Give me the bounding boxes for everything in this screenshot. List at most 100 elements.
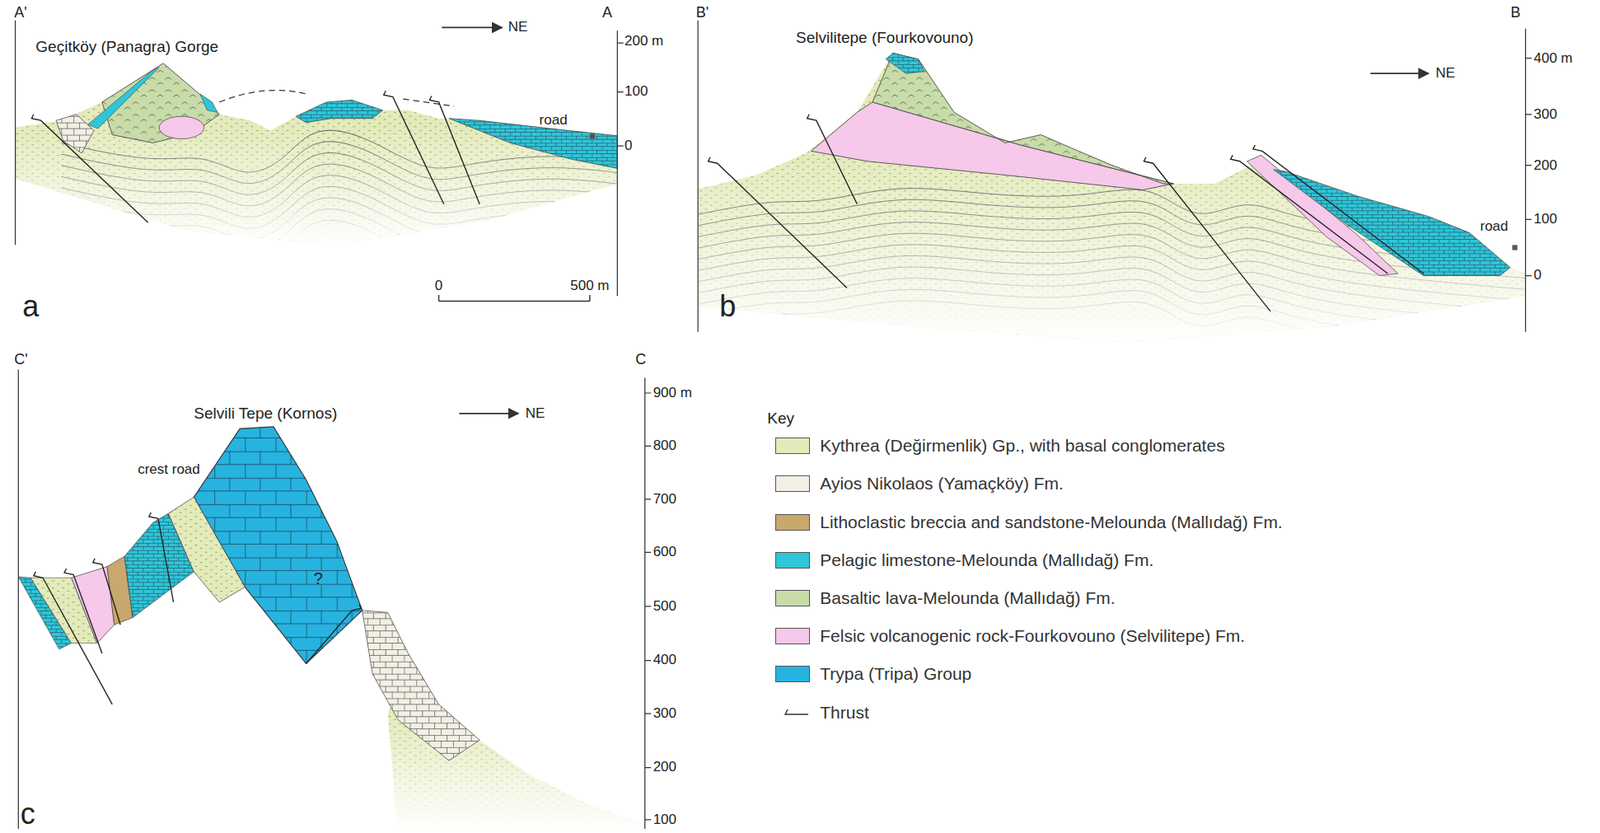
geology-shape	[589, 133, 595, 139]
legend-heading: Key	[767, 409, 795, 427]
axis-label: 100	[624, 84, 648, 100]
scale-label: 0	[435, 277, 443, 294]
axis-label: 400 m	[1533, 50, 1572, 66]
thrust-fault	[93, 558, 121, 626]
geology-shape	[168, 496, 245, 603]
thrust-fault	[708, 157, 847, 289]
geology-shape	[458, 412, 519, 415]
legend-text: Ayios Nikolaos (Yamaçköy) Fm.	[819, 473, 1064, 494]
thrust-lines	[31, 90, 1423, 705]
legend-entry: Trypa (Tripa) Group	[775, 664, 972, 684]
geology-shape	[1370, 72, 1429, 75]
section-end: B'	[696, 4, 709, 22]
thrust-fault	[306, 603, 362, 664]
scale-label: 500 m	[570, 277, 609, 294]
thrust-fault	[31, 114, 148, 223]
road-label: crest road	[137, 461, 201, 478]
legend-entry: Lithoclastic breccia and sandstone-Melou…	[775, 512, 1282, 533]
legend-text: Pelagic limestone-Melounda (Mallıdağ) Fm…	[819, 550, 1154, 571]
geology-shape	[15, 63, 618, 246]
geology-shape	[71, 566, 115, 644]
legend-swatch	[775, 627, 810, 645]
legend-swatch	[775, 437, 810, 454]
direction-label: NE	[525, 405, 546, 422]
panel-letter: b	[719, 290, 736, 323]
axis-label: 100	[653, 811, 677, 828]
direction-label: NE	[508, 19, 529, 36]
geology-shape	[56, 114, 94, 154]
geology-shape	[402, 98, 454, 107]
thrust-fault	[33, 571, 113, 705]
geology-shape	[617, 30, 623, 296]
legend-entry: Felsic volcanogenic rock-Fourkovouno (Se…	[775, 626, 1245, 646]
section-end: A	[602, 4, 613, 22]
axis-label: 700	[653, 491, 677, 507]
thrust-fault	[64, 568, 103, 654]
section-a	[15, 20, 633, 302]
thrust-fault	[1230, 154, 1389, 274]
axis-label: 300	[1533, 106, 1557, 122]
geology-shape	[295, 99, 383, 122]
legend-text: Felsic volcanogenic rock-Fourkovouno (Se…	[819, 626, 1245, 646]
section-title: Selvili Tepe (Kornos)	[193, 404, 337, 422]
geology-shape	[200, 93, 218, 113]
geology-shape	[697, 20, 699, 333]
geology-shape	[159, 116, 204, 139]
legend-entry: Thrust	[775, 702, 870, 723]
axis-label: 200	[1533, 157, 1557, 174]
section-end: C'	[14, 351, 28, 369]
geology-shape	[872, 52, 1174, 184]
legend-text: Thrust	[819, 702, 870, 723]
legend-text: Kythrea (Değirmenlik) Gp., with basal co…	[819, 435, 1225, 456]
axis-label: 200 m	[624, 32, 664, 49]
geology-shape	[645, 377, 651, 829]
geology-shape	[811, 102, 1175, 191]
legend-swatch	[775, 665, 810, 683]
section-end: B	[1510, 4, 1521, 22]
geology-shape	[885, 52, 925, 74]
section-title: Geçitköy (Panagra) Gorge	[35, 38, 219, 57]
legend-swatch	[775, 552, 810, 569]
legend-entry: Basaltic lava-Melounda (Mallıdağ) Fm.	[775, 588, 1115, 609]
axis-label: 200	[653, 759, 677, 776]
geology-shape	[439, 294, 590, 301]
legend-text: Basaltic lava-Melounda (Mallıdağ) Fm.	[819, 588, 1115, 609]
legend-entry: Pelagic limestone-Melounda (Mallıdağ) Fm…	[775, 550, 1154, 571]
geology-shape	[1273, 169, 1511, 277]
geology-shape	[15, 63, 618, 246]
section-end: A'	[14, 4, 27, 22]
legend-swatch	[775, 514, 810, 531]
geology-shape	[1511, 244, 1517, 250]
thrust-fault	[807, 114, 858, 205]
road-label: road	[539, 112, 568, 129]
geology-shape	[14, 20, 16, 246]
panel-letter: a	[22, 290, 39, 323]
legend-text: Trypa (Tripa) Group	[819, 664, 972, 684]
axis-label: 300	[653, 705, 677, 721]
panel-letter: c	[20, 798, 36, 832]
section-title: Selvilitepe (Fourkovouno)	[795, 28, 974, 47]
thrust-fault	[1253, 145, 1424, 274]
axis-label: 100	[1533, 211, 1557, 228]
thrust-fault	[149, 512, 174, 603]
geology-shape	[362, 610, 480, 761]
road-label: road	[1480, 219, 1509, 235]
thrust-fault	[429, 95, 480, 204]
legend-text: Lithoclastic breccia and sandstone-Melou…	[819, 512, 1282, 533]
legend-swatch	[775, 475, 810, 492]
geology-shape	[18, 369, 19, 830]
axis-label: 0	[1533, 267, 1541, 284]
legend-entry: Kythrea (Değirmenlik) Gp., with basal co…	[775, 435, 1225, 456]
section-c	[18, 369, 651, 830]
axis-label: 900 m	[653, 384, 693, 401]
geology-shape	[697, 52, 1526, 342]
section-end: C	[635, 351, 646, 369]
geology-shape	[449, 118, 618, 169]
axis-label: 600	[653, 544, 677, 561]
thrust-fault	[383, 90, 445, 205]
section-b	[697, 20, 1532, 358]
geology-shape	[1525, 28, 1532, 333]
query-mark: ?	[313, 569, 323, 588]
geology-shape	[441, 27, 502, 29]
legend-entry: Ayios Nikolaos (Yamaçköy) Fm.	[775, 473, 1064, 494]
